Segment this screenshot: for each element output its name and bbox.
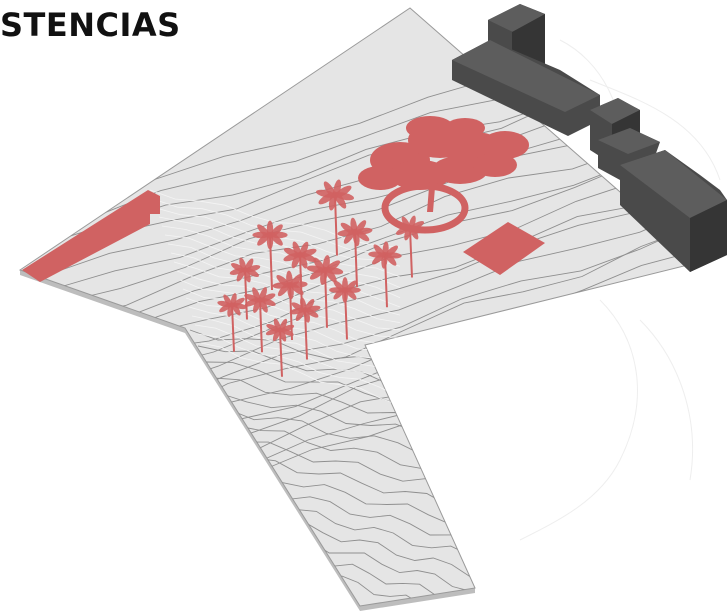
palm-tree: [217, 293, 247, 352]
contour-line-light: [194, 324, 401, 388]
palm-frond: [257, 224, 271, 238]
contour-line: [253, 457, 471, 513]
contour-line: [286, 521, 471, 577]
palm-trunk: [259, 299, 263, 353]
palm-frond: [273, 318, 282, 333]
palm-frond: [223, 294, 233, 308]
palm-tree: [265, 318, 295, 377]
palm-tree: [289, 297, 321, 360]
contour-line-light: [161, 225, 401, 288]
palm-tree: [244, 287, 276, 353]
palm-frond: [323, 181, 336, 199]
rectangular-pad: [463, 222, 545, 275]
palm-frond: [258, 297, 268, 313]
palm-frond: [269, 224, 283, 238]
palm-frond: [324, 267, 337, 283]
palm-tree: [306, 255, 344, 328]
palm-frond: [368, 251, 386, 258]
contour-line: [67, 140, 700, 333]
palm-frond: [276, 275, 291, 288]
tree-canopy-blob: [481, 131, 529, 159]
contour-line-light: [176, 270, 401, 331]
contour-line: [261, 473, 471, 525]
palm-frond: [230, 293, 237, 308]
palm-tree: [337, 217, 373, 288]
contour-line-light: [188, 306, 401, 367]
palm-frond: [333, 280, 346, 293]
palm-frond: [384, 252, 397, 266]
palm-trunk: [279, 329, 283, 377]
contour-line-light: [191, 315, 401, 378]
tree-canopy-blob: [473, 153, 517, 177]
neighbouring-buildings: [452, 4, 727, 272]
palm-frond: [253, 297, 262, 313]
palm-frond: [244, 258, 254, 273]
contour-line-light: [197, 333, 401, 398]
left-edge-strip: [22, 190, 160, 282]
palm-tree: [329, 277, 361, 340]
palm-tree: [252, 220, 288, 291]
palm-trunk: [231, 304, 235, 352]
page-title: STENCIAS: [0, 6, 181, 44]
tree-canopy-blob: [406, 116, 454, 140]
contour-line: [277, 505, 471, 556]
tree-canopy-blob: [445, 118, 485, 138]
palm-frond: [290, 281, 308, 288]
plot-surface: [18, 7, 702, 607]
contour-line-light: [200, 342, 401, 406]
palm-frond: [344, 287, 357, 300]
palm-frond: [334, 192, 355, 201]
palm-trunk: [409, 227, 413, 278]
palm-frond: [343, 229, 356, 244]
contour-line-light: [164, 234, 401, 299]
palm-tree: [315, 179, 355, 256]
palm-frond: [289, 307, 306, 315]
palm-frond: [354, 229, 370, 242]
palm-tree: [229, 257, 261, 320]
palm-tree: [368, 241, 402, 308]
contour-line: [269, 489, 471, 536]
contour-line-light: [173, 261, 401, 323]
large-tree: [358, 116, 529, 212]
tree-ring: [381, 182, 469, 234]
contour-line-light: [167, 243, 401, 308]
palm-frond: [279, 324, 295, 333]
palm-frond: [298, 251, 308, 269]
palm-frond: [313, 257, 326, 273]
